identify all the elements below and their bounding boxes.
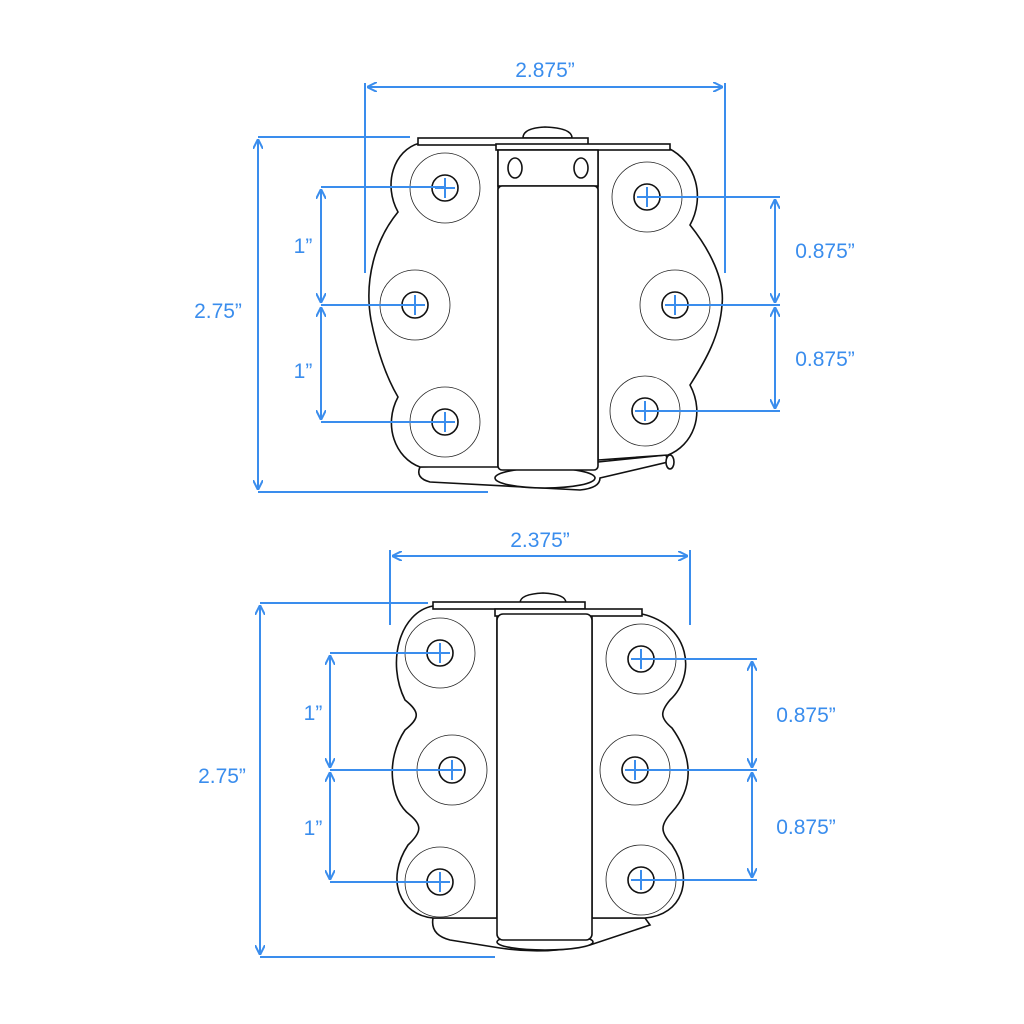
top-hinge-left-leaf [368,142,499,468]
top-left-spacing-2: 1” [294,360,313,383]
top-hinge-barrel [497,185,599,471]
bottom-width-label: 2.375” [510,529,570,552]
top-hinge-right-plate [495,143,671,151]
top-right-spacing-2: 0.875” [795,348,855,371]
bottom-hinge-dimensions: 2.375” 2.75” 1” 1” 0.875” 0.875” [198,529,836,958]
top-width-label: 2.875” [515,59,575,82]
top-right-spacing-1: 0.875” [795,240,855,263]
bottom-left-spacing-2: 1” [304,817,323,840]
top-hinge-cap [522,126,573,139]
top-hinge-collar-hole [573,157,589,179]
bottom-hinge-cap [519,592,567,604]
top-hinge [368,126,724,491]
top-height-label: 2.75” [194,300,242,323]
bottom-right-spacing-1: 0.875” [776,704,836,727]
top-hinge-spring-coil [494,467,596,489]
bottom-hinge [391,592,689,952]
top-hinge-collar-hole [507,157,523,179]
bottom-hinge-barrel [496,613,593,941]
top-left-spacing-1: 1” [294,235,313,258]
bottom-height-label: 2.75” [198,765,246,788]
bottom-right-spacing-2: 0.875” [776,816,836,839]
bottom-hinge-top-plate [432,601,586,610]
bottom-left-spacing-1: 1” [304,702,323,725]
top-hinge-spring-arm-end [665,454,675,470]
top-hinge-dimensions: 2.875” 2.75” 1” 1” 0.875” 0.875” [194,59,855,493]
